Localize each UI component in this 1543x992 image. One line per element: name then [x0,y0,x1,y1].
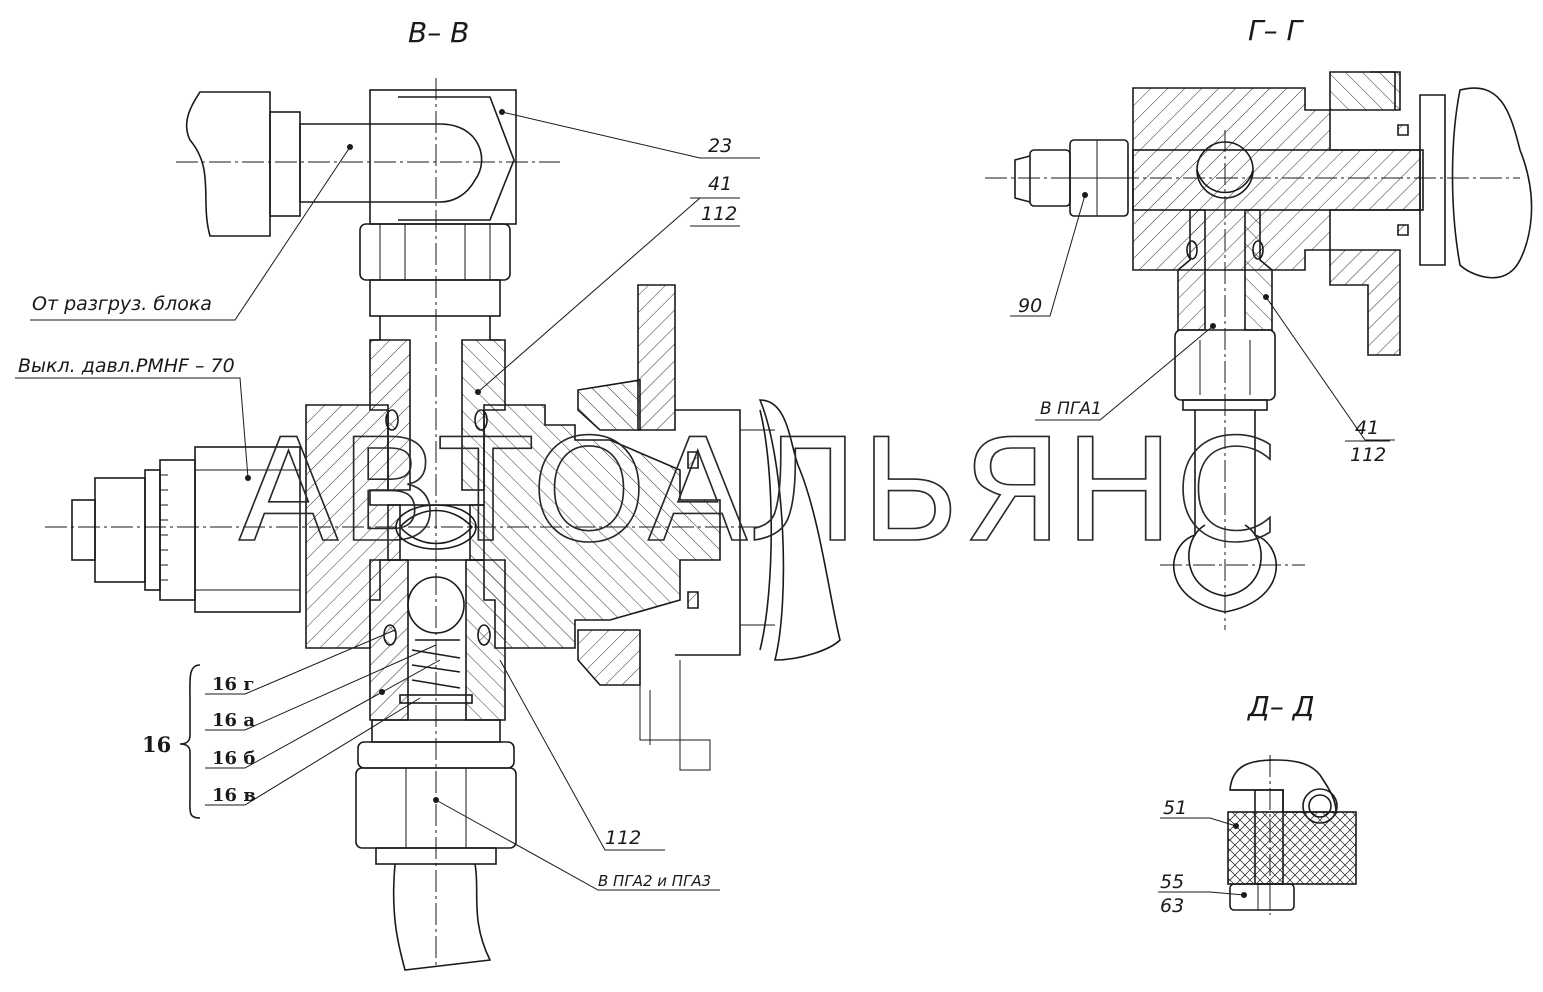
label-from-unload-block: От разгруз. блока [32,293,212,315]
label-41-right: 41 [1355,417,1379,439]
label-51: 51 [1163,797,1187,819]
label-55: 55 [1160,871,1184,893]
scale-ticks [160,474,168,581]
label-to-pga1: В ПГА1 [1040,399,1102,419]
label-16b: 16 б [212,748,255,769]
section-vv-title: В– В [408,16,469,49]
label-112-right: 112 [1350,444,1386,466]
section-dd: Д– Д 51 55 63 [1158,690,1357,917]
section-vv: В– В [15,16,841,971]
label-41-top: 41 [708,173,732,195]
label-16a: 16 а [212,710,255,731]
section-dd-title: Д– Д [1246,690,1315,723]
watermark: АВТОАЛЬЯНС [238,409,1278,574]
label-16: 16 [142,732,171,757]
label-112-bottom: 112 [605,827,641,849]
section-gg-title: Г– Г [1248,14,1305,47]
label-16g: 16 г [212,674,254,695]
label-90: 90 [1018,295,1042,317]
label-63: 63 [1160,895,1184,917]
section-gg: Г– Г [985,14,1533,630]
label-16v: 16 в [212,785,256,806]
label-to-pga2-pga3: В ПГА2 и ПГА3 [598,872,711,890]
label-pressure-switch: Выкл. давл.PMHF – 70 [18,355,235,377]
label-23: 23 [708,135,732,157]
label-112-top: 112 [701,203,737,225]
